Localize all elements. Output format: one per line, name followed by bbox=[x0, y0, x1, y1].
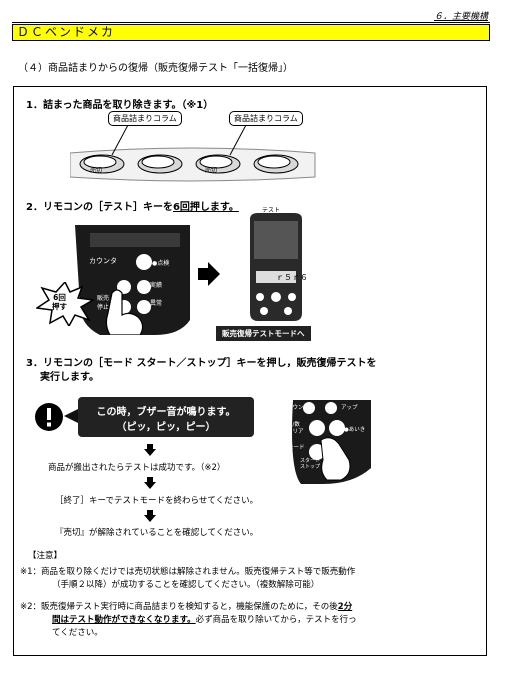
remote-mode-label: モード bbox=[288, 445, 305, 451]
note1-line2: （手順２以降）が成功することを確認してください。（複数解除可能） bbox=[52, 580, 320, 590]
remote-alarm-label: 異常 bbox=[150, 300, 163, 307]
press-six-label: 6回 押す bbox=[52, 293, 67, 311]
alert-line1: この時，ブザー音が鳴ります。 bbox=[96, 407, 236, 418]
down-arrow-icon-3 bbox=[144, 510, 156, 522]
flow-step-1: 商品が搬出されたらテストは成功です。（※2） bbox=[48, 463, 226, 473]
remote-full-illustration bbox=[250, 213, 302, 321]
arrow-right-icon bbox=[198, 262, 220, 286]
flow-step-2: ［終了］キーでテストモードを終わらせてください。 bbox=[55, 496, 259, 506]
vending-buttons-illustration bbox=[70, 125, 316, 182]
remote-down-label: ダウン bbox=[287, 405, 304, 411]
soldout-label-2: 売切 bbox=[205, 167, 218, 174]
alert-pointer bbox=[64, 408, 80, 424]
pointing-hand-icon bbox=[105, 289, 144, 335]
note1-line1: ※1：商品を取り除くだけでは売切状態は解除されません。販売復帰テスト等で販売動作 bbox=[20, 567, 356, 577]
alert-banner: この時，ブザー音が鳴ります。 （ピッ，ピッ，ピー） bbox=[78, 397, 254, 437]
down-arrow-icon-1 bbox=[144, 444, 156, 456]
remote-sales-label: 実績 bbox=[150, 282, 163, 289]
step3-heading-line2: 実行します。 bbox=[40, 372, 99, 383]
note2-line2: 間はテスト動作ができなくなります。必ず商品を取り除いてから，テストを行っ bbox=[52, 614, 357, 627]
remote-control-illustration bbox=[75, 225, 190, 335]
remote-display-text: ｒ５ｒ６ bbox=[276, 273, 308, 282]
test-mode-caption: 販売復帰テストモードへ bbox=[216, 326, 311, 341]
remote-clear-label: 点/数 クリア bbox=[287, 422, 304, 435]
remote-closeup-illustration bbox=[292, 400, 371, 484]
notes-heading: 【注意】 bbox=[28, 551, 63, 561]
burst-icon bbox=[36, 282, 94, 326]
remote-all-label: ●あいき bbox=[344, 427, 366, 433]
alert-line2: （ピッ，ピッ，ピー） bbox=[116, 422, 216, 433]
remote-count-label: カウンタ bbox=[89, 257, 117, 265]
remote-check-label: ●点検 bbox=[152, 260, 170, 267]
note2-emph-time: 2分 bbox=[337, 602, 353, 612]
step2-heading-prefix: 2．リモコンの［テスト］キーを bbox=[26, 202, 173, 213]
content-frame bbox=[13, 86, 487, 656]
note2-line3: てください。 bbox=[52, 628, 103, 638]
note2-line1: ※2：販売復帰テスト実行時に商品詰まりを検知すると，機能保護のために，その後2分 bbox=[20, 601, 352, 614]
flow-step-3: 『売切』が解除されていることを確認してください。 bbox=[55, 528, 259, 538]
step2-heading: 2．リモコンの［テスト］キーを6回押します。 bbox=[26, 198, 239, 213]
callout-right: 商品詰まりコラム bbox=[229, 111, 303, 126]
step2-heading-emph: 6回押します。 bbox=[172, 202, 239, 213]
warning-icon bbox=[35, 403, 63, 431]
remote-up-label: アップ bbox=[341, 405, 358, 411]
remote-startstop-label: スタート ストップ bbox=[300, 458, 321, 470]
note2-line1-text: ※2：販売復帰テスト実行時に商品詰まりを検知すると，機能保護のために，その後 bbox=[20, 602, 338, 612]
note2-line2-emph: 間はテスト動作ができなくなります。 bbox=[52, 615, 196, 625]
remote-stop-label: 販売 停止 bbox=[97, 295, 110, 311]
header-rule bbox=[12, 22, 490, 23]
subheading: （４）商品詰まりからの復帰（販売復帰テスト「一括復帰」） bbox=[18, 63, 293, 74]
remote-test-label: テスト bbox=[262, 207, 281, 214]
page-title: ＤＣベンドメカ bbox=[12, 24, 490, 41]
step3-heading-line1: 3．リモコンの［モード スタート／ストップ］キーを押し，販売復帰テストを bbox=[26, 358, 377, 369]
section-label: ６．主要機構 bbox=[433, 12, 488, 22]
down-arrow-icon-2 bbox=[144, 477, 156, 489]
step1-heading: 1．詰まった商品を取り除きます。（※1） bbox=[26, 100, 214, 111]
callout-left: 商品詰まりコラム bbox=[108, 111, 182, 126]
note2-line2-text: 必ず商品を取り除いてから，テストを行っ bbox=[195, 615, 357, 625]
soldout-label-1: 売切 bbox=[90, 167, 103, 174]
